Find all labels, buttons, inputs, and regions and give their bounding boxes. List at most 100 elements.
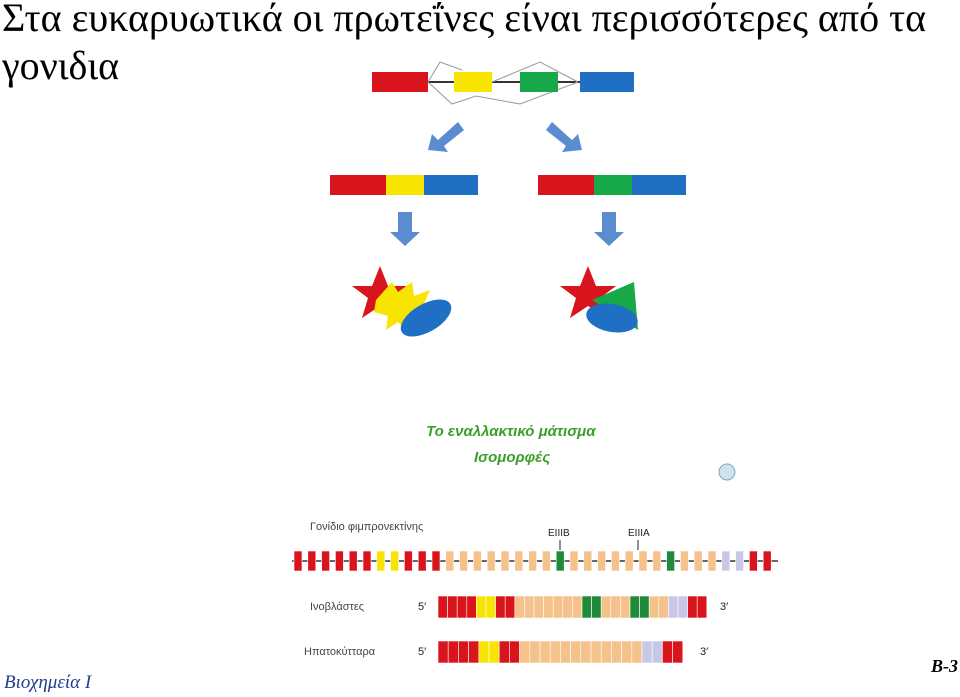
gene-exon xyxy=(293,550,303,572)
gene-exon xyxy=(680,550,689,572)
gene-exon xyxy=(693,550,703,572)
mrna-exon xyxy=(572,595,583,619)
mrna-exon xyxy=(476,595,487,619)
marker-eiiia: EIIIA xyxy=(628,528,650,539)
marker-eiiib: EIIIB xyxy=(548,528,570,539)
gene-exon xyxy=(445,550,455,572)
figure-heading-1: Το εναλλακτικό μάτισμα xyxy=(426,423,596,440)
row-1-label: Ινοβλάστες xyxy=(310,601,364,613)
mrna-fibroblasts xyxy=(437,595,708,619)
mrna-exon xyxy=(668,595,679,619)
mrna-exon xyxy=(641,640,653,664)
mrna-exon xyxy=(581,595,592,619)
mrna-exon xyxy=(672,640,684,664)
mrna-exon xyxy=(600,595,612,619)
mrna-hepatocytes xyxy=(437,640,684,664)
row-1-three-prime: 3′ xyxy=(720,601,728,613)
mrna-exon xyxy=(543,595,554,619)
mrna-exon xyxy=(488,640,500,664)
gene-exon xyxy=(348,550,358,572)
course-name: Βιοχημεία Ι xyxy=(4,672,92,693)
exon-red xyxy=(372,72,428,92)
mrna-exon xyxy=(485,595,496,619)
mrna-exon xyxy=(662,640,673,664)
gene-exon xyxy=(583,550,593,572)
mrna-exon xyxy=(591,595,602,619)
mrna-isoform-2 xyxy=(538,175,686,195)
gene-exon xyxy=(749,550,758,572)
mrna-exon xyxy=(533,595,544,619)
gene-exon xyxy=(486,550,496,572)
mrna-exon xyxy=(529,640,541,664)
gene-exon xyxy=(376,550,386,572)
exon-blue xyxy=(580,72,634,92)
row-1-five-prime: 5′ xyxy=(418,601,426,613)
exon-yellow xyxy=(454,72,492,92)
gene-exon xyxy=(390,550,399,572)
mrna-exon xyxy=(631,640,643,664)
mrna-exon xyxy=(458,640,469,664)
mrna-exon xyxy=(677,595,688,619)
gene-exon xyxy=(569,550,579,572)
gene-exon xyxy=(362,550,372,572)
mrna-exon xyxy=(495,595,506,619)
mrna-exon xyxy=(629,595,640,619)
mrna-exon xyxy=(687,595,698,619)
gene-label: Γονίδιο φιμπρονεκτίνης xyxy=(310,521,423,533)
mrna-exon xyxy=(590,640,602,664)
gene-exon xyxy=(514,550,524,572)
mrna-exon xyxy=(509,640,520,664)
figure-heading-2: Ισομορφές xyxy=(474,449,550,466)
gene-exon xyxy=(459,550,468,572)
gene-exon xyxy=(528,550,537,572)
mrna-exon xyxy=(514,595,525,619)
mrna-exon xyxy=(651,640,663,664)
mrna-exon xyxy=(524,595,535,619)
fibronectin-gene xyxy=(292,550,778,572)
mrna-exon xyxy=(658,595,669,619)
mrna-exon xyxy=(600,640,612,664)
gene-exon xyxy=(735,550,744,572)
mrna-exon xyxy=(519,640,531,664)
mrna-exon xyxy=(539,640,551,664)
gene-exon xyxy=(542,550,551,572)
mrna-exon xyxy=(696,595,708,619)
mrna-exon xyxy=(437,640,449,664)
mrna-exon xyxy=(466,595,477,619)
gene-exon xyxy=(611,550,620,572)
decorative-circle xyxy=(718,463,736,481)
gene-exon xyxy=(335,550,344,572)
gene-exon xyxy=(638,550,648,572)
mrna-exon xyxy=(562,595,573,619)
mrna-exon xyxy=(621,640,633,664)
gene-exon xyxy=(500,550,510,572)
down-arrows xyxy=(390,212,624,246)
gene-exon xyxy=(404,550,413,572)
gene-exon xyxy=(473,550,482,572)
mrna-exon xyxy=(611,640,622,664)
gene-exon xyxy=(555,550,565,572)
mrna-exon xyxy=(498,640,510,664)
gene-exon xyxy=(652,550,662,572)
protein-isoform-1 xyxy=(352,266,452,337)
protein-isoform-2 xyxy=(560,266,638,333)
split-arrows xyxy=(428,122,582,152)
row-2-five-prime: 5′ xyxy=(418,646,426,658)
mrna-exon xyxy=(447,640,459,664)
mrna-exon xyxy=(447,595,458,619)
mrna-exon xyxy=(620,595,631,619)
mrna-exon xyxy=(468,640,480,664)
gene-exon xyxy=(762,550,772,572)
gene-exon xyxy=(624,550,634,572)
gene-exon xyxy=(707,550,717,572)
slide-title: Στα ευκαρυωτικά οι πρωτεΐνες είναι περισ… xyxy=(2,0,927,88)
mrna-exon xyxy=(437,595,448,619)
mrna-exon xyxy=(610,595,621,619)
mrna-isoform-1 xyxy=(330,175,478,195)
mrna-exon xyxy=(478,640,490,664)
gene-exon xyxy=(417,550,427,572)
mrna-exon xyxy=(639,595,650,619)
gene-exon xyxy=(321,550,330,572)
top-gene xyxy=(372,61,634,105)
